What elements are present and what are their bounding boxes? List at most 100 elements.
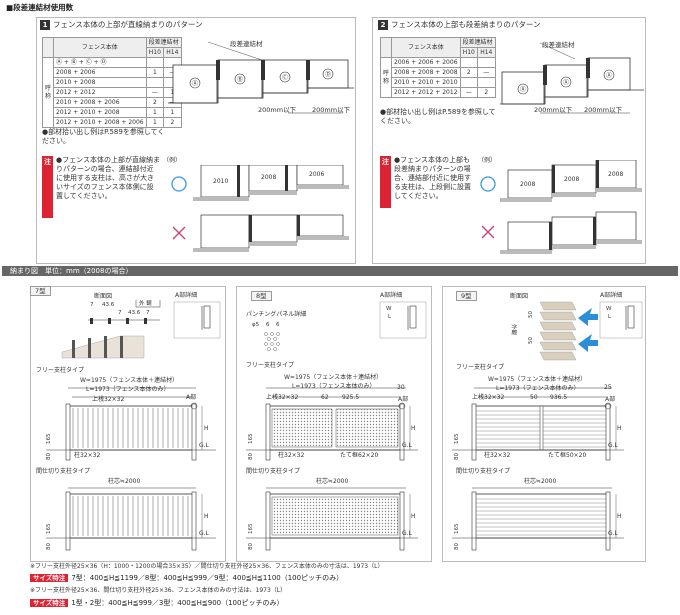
table-cell bbox=[477, 57, 496, 68]
size-line-text: 1型・2型：400≦H≦999／3型：400≦H≦900（100ピッチのみ） bbox=[71, 599, 284, 607]
example-panel: 2008 bbox=[520, 181, 535, 188]
table-cell bbox=[459, 57, 479, 68]
dim-80: 80 bbox=[248, 453, 254, 460]
type8-partition-fence: H G.L 165 80 bbox=[246, 487, 418, 551]
type9-l: L=1973（フェンス本体のみ） bbox=[496, 385, 580, 392]
dim2: 200mm以下 bbox=[312, 106, 351, 114]
dim-165: 165 bbox=[454, 523, 460, 534]
type8-apart: A部 bbox=[398, 396, 409, 403]
pattern2-warn: ●フェンス本体の上部も段差納まりパターンの場合、連結部付近に使用する支柱は、上段… bbox=[394, 156, 471, 201]
table-cell: 2012 + 2010 + 2008 + 2006 bbox=[53, 117, 147, 128]
gl-label: G.L bbox=[402, 530, 413, 537]
pattern2-title-text: フェンス本体の上部も段差納まりのパターン bbox=[391, 20, 541, 29]
dim-50: 50 bbox=[528, 311, 534, 318]
diagram-label: 段差連結材 bbox=[542, 40, 575, 49]
type9-free: フリー支柱タイプ bbox=[456, 364, 505, 371]
table-cell bbox=[145, 57, 165, 68]
h-label: H bbox=[204, 513, 209, 520]
type7-free: フリー支柱タイプ bbox=[36, 367, 85, 374]
type7-pitch: 柱芯≒2000 bbox=[108, 478, 141, 485]
table-head-h10: H10 bbox=[459, 47, 479, 58]
punch-dim: 6 bbox=[276, 322, 280, 328]
panel-label: Ⓑ bbox=[237, 76, 243, 84]
table-cell: 2 bbox=[459, 67, 479, 78]
table-cell: 1 bbox=[145, 117, 165, 128]
table-row: 2008 + 2008 + 2008 2 — bbox=[381, 67, 496, 78]
type8-label: 8型 bbox=[251, 291, 272, 302]
type7-section: 断面図 bbox=[94, 293, 113, 300]
type8-top: 上桟32×32 bbox=[266, 394, 299, 401]
table-cell: 2 bbox=[145, 97, 165, 108]
type9-section-diagram: 外観 50 50 bbox=[510, 301, 598, 361]
type8-frame: たて框62×20 bbox=[340, 452, 379, 459]
punch-dim: φ5 bbox=[252, 322, 260, 328]
table-row: 2010 + 2008 + 2006 2 — bbox=[43, 97, 182, 108]
type8-d62: 62 bbox=[321, 394, 329, 401]
h-label: H bbox=[411, 513, 416, 520]
type7-detail: A部詳細 bbox=[175, 292, 198, 299]
svg-text:W: W bbox=[606, 306, 612, 312]
dim-165: 165 bbox=[46, 523, 52, 534]
type7-apart: A部 bbox=[186, 394, 197, 401]
gl-label: G.L bbox=[199, 442, 210, 449]
type8-pitch: 柱芯≒2000 bbox=[316, 478, 349, 485]
table-cell: — bbox=[145, 87, 165, 98]
example-panel: 2008 bbox=[608, 171, 623, 178]
h-label: H bbox=[617, 513, 622, 520]
dim-label: 43.6 bbox=[128, 310, 141, 316]
panel-label: Ⓒ bbox=[282, 74, 288, 82]
section-title: ■段差連結材使用数 bbox=[6, 3, 74, 12]
table-cell: 2 bbox=[163, 117, 182, 128]
type8-free-fence: H G.L 165 80 bbox=[246, 387, 418, 461]
table-row: 呼称 Ⓐ + Ⓑ + Ⓒ + Ⓓ bbox=[41, 57, 182, 128]
table-head-name: フェンス本体 bbox=[391, 37, 461, 58]
type7-post: 柱32×32 bbox=[74, 452, 101, 459]
table-cell: 2010 + 2008 + 2006 bbox=[53, 97, 147, 108]
dim2: 200mm以下 bbox=[584, 106, 623, 114]
type9-pitch: 柱芯≒2000 bbox=[524, 478, 557, 485]
table-cell bbox=[145, 77, 165, 88]
type9-top: 上桟32×32 bbox=[472, 394, 505, 401]
type8-detail-diagram: W L bbox=[379, 301, 427, 339]
h-label: H bbox=[617, 425, 622, 432]
dim-165: 165 bbox=[248, 523, 254, 534]
type8-detail: A部詳細 bbox=[380, 292, 403, 299]
dim-50: 50 bbox=[528, 337, 534, 344]
size-tag: サイズ特注 bbox=[30, 574, 69, 583]
pattern2-note: ●部材拾い出し例はP.589を参照してください。 bbox=[380, 108, 496, 125]
gl-label: G.L bbox=[608, 442, 619, 449]
dim-165: 165 bbox=[46, 433, 52, 444]
dim-label: 外 観 bbox=[139, 300, 152, 307]
type8-d30: 30 bbox=[397, 384, 405, 391]
pattern2-warn-tag: 注 bbox=[380, 156, 391, 208]
table-row: 2012 + 2012 — 1 bbox=[43, 87, 182, 98]
table-head-h10: H10 bbox=[145, 47, 165, 58]
table-head-h14: H14 bbox=[477, 47, 496, 58]
type7-detail-diagram bbox=[173, 301, 221, 339]
dim-label: 7 bbox=[146, 310, 150, 316]
h-label: H bbox=[204, 425, 209, 432]
type9-detail: A部詳細 bbox=[600, 292, 623, 299]
pattern2-example: （例） bbox=[478, 157, 497, 164]
type9-d936: 936.5 bbox=[550, 394, 568, 401]
pattern1-warn-tag: 注 bbox=[42, 156, 53, 218]
pattern1-diagram: 段差連結材 Ⓐ Ⓑ Ⓒ Ⓓ 200mm以下 200mm以下 bbox=[168, 39, 354, 114]
type9-frame: たて框50×20 bbox=[548, 452, 587, 459]
type9-post: 柱32×32 bbox=[484, 452, 511, 459]
table-cell: — bbox=[477, 67, 496, 78]
type9-label: 9型 bbox=[456, 291, 477, 302]
type9-free-fence: H G.L 165 80 bbox=[452, 387, 624, 461]
table-cell bbox=[477, 77, 496, 88]
table-row: 2012 + 2012 + 2012 — 2 bbox=[381, 87, 496, 98]
dim-80: 80 bbox=[454, 543, 460, 550]
type8-d925: 925.5 bbox=[342, 394, 360, 401]
type8-punch-diagram: φ5 6 6 bbox=[252, 322, 280, 351]
type7-free-fence: H G.L 165 80 bbox=[46, 387, 216, 461]
table-head-blank bbox=[379, 37, 393, 58]
table-row: 2010 + 2010 + 2010 bbox=[381, 77, 496, 88]
pattern1-note: ●部材拾い出し例はP.589を参照してください。 bbox=[42, 128, 165, 145]
dim-165: 165 bbox=[454, 433, 460, 444]
table-cell: 2006 + 2006 + 2006 bbox=[391, 57, 461, 68]
pattern1-example-diagram: 2010 2008 2006 bbox=[171, 165, 349, 252]
svg-text:L: L bbox=[388, 314, 392, 320]
